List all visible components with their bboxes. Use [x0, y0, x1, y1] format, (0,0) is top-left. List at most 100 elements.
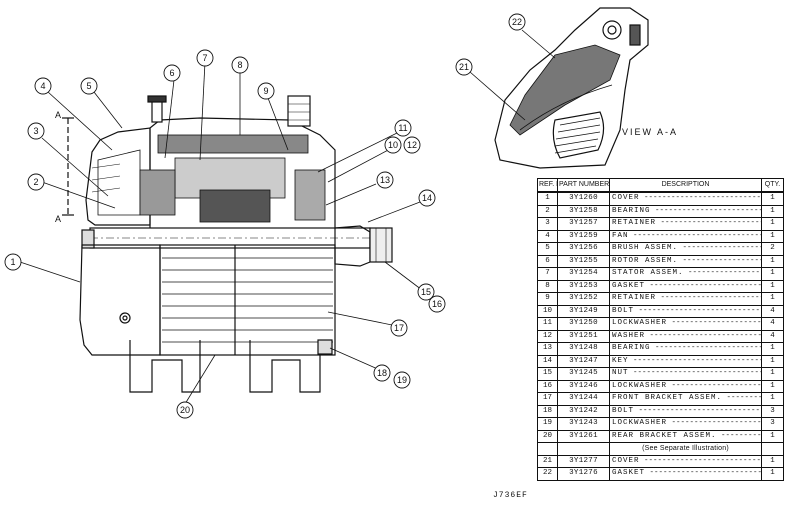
view-a-a-detail — [494, 7, 649, 169]
cell-qty: 3 — [761, 404, 784, 418]
dot-leader: ---------------------------------------- — [638, 406, 761, 415]
cell-part: 3Y1253 — [557, 279, 610, 293]
cell-qty: 3 — [761, 417, 784, 431]
callout-5: 5 — [86, 81, 91, 91]
cell-part: 3Y1276 — [557, 467, 610, 481]
dot-leader: ---------------------------------------- — [649, 331, 762, 340]
callout-10: 10 — [388, 140, 398, 150]
cell-desc: NUT ------------------------------------… — [609, 367, 762, 381]
cell-ref: 9 — [537, 292, 558, 306]
cell-qty: 1 — [761, 429, 784, 443]
callout-1: 1 — [10, 257, 15, 267]
cell-part: 3Y1243 — [557, 417, 610, 431]
dot-leader: ---------------------------------------- — [644, 456, 762, 465]
cell-qty: 4 — [761, 329, 784, 343]
cell-ref: 15 — [537, 367, 558, 381]
callout-11: 11 — [398, 123, 407, 133]
cell-qty: 1 — [761, 367, 784, 381]
dot-leader: ---------------------------------------- — [638, 306, 761, 315]
callout-14: 14 — [422, 193, 432, 203]
cell-desc: LOCKWASHER -----------------------------… — [609, 379, 762, 393]
see-separate-illustration-note: (See Separate Illustration) — [609, 442, 762, 456]
callout-16: 16 — [432, 299, 442, 309]
callout-6: 6 — [169, 68, 174, 78]
view-a-a-label: VIEW A-A — [622, 127, 678, 137]
header-ref-no: REF. NO. — [537, 178, 558, 193]
header-part-number: PART NUMBER — [557, 178, 610, 193]
cell-ref: 22 — [537, 467, 558, 481]
dot-leader: ---------------------------------------- — [660, 294, 761, 302]
section-mark-top: A — [55, 110, 61, 120]
cell-qty: 1 — [761, 279, 784, 293]
cell-desc: FRONT BRACKET ASSEM. -------------------… — [609, 392, 762, 406]
callout-circles — [4, 13, 526, 419]
dot-leader: ---------------------------------------- — [721, 431, 762, 440]
leader-lines — [19, 29, 556, 405]
cell-qty: 1 — [761, 204, 784, 218]
table-note-row: (See Separate Illustration) — [537, 442, 784, 456]
cell-ref: 14 — [537, 354, 558, 368]
cell-qty: 1 — [761, 392, 784, 406]
callout-19: 19 — [397, 375, 407, 385]
section-marks: A A — [55, 110, 61, 224]
cell-part: 3Y1245 — [557, 367, 610, 381]
dot-leader: ---------------------------------------- — [682, 256, 761, 265]
cell-desc: FAN ------------------------------------… — [609, 229, 762, 243]
dot-leader: ---------------------------------------- — [671, 419, 762, 427]
cell-desc: RETAINER -------------------------------… — [609, 292, 762, 306]
cell-desc: BOLT -----------------------------------… — [609, 304, 762, 318]
cell-part: 3Y1258 — [557, 204, 610, 218]
cell-desc: COVER ----------------------------------… — [609, 454, 762, 468]
drawing-ref-code: J736EF — [493, 491, 528, 500]
cell-qty: 1 — [761, 467, 784, 481]
cell-ref: 7 — [537, 267, 558, 281]
dot-leader: ---------------------------------------- — [649, 469, 762, 477]
cell-ref: 17 — [537, 392, 558, 406]
cell-ref: 16 — [537, 379, 558, 393]
dot-leader: ---------------------------------------- — [726, 394, 761, 402]
callout-15: 15 — [421, 287, 431, 297]
callout-9: 9 — [263, 86, 268, 96]
cell-part: 3Y1261 — [557, 429, 610, 443]
cell-part: 3Y1246 — [557, 379, 610, 393]
callout-21: 21 — [459, 62, 469, 72]
callout-12: 12 — [407, 140, 417, 150]
cell-ref: 19 — [537, 417, 558, 431]
dot-leader: ---------------------------------------- — [660, 219, 761, 227]
cell-desc: BEARING --------------------------------… — [609, 204, 762, 218]
cell-desc: STATOR ASSEM. --------------------------… — [609, 267, 762, 281]
callout-17: 17 — [394, 323, 404, 333]
callout-18: 18 — [377, 368, 387, 378]
cell-qty: 1 — [761, 379, 784, 393]
section-mark-bottom: A — [55, 214, 61, 224]
cell-ref: 2 — [537, 204, 558, 218]
cell-desc: LOCKWASHER -----------------------------… — [609, 317, 762, 331]
dot-leader: ---------------------------------------- — [682, 244, 761, 252]
cell-ref: 21 — [537, 454, 558, 468]
cell-desc: RETAINER -------------------------------… — [609, 217, 762, 231]
cell-desc: KEY ------------------------------------… — [609, 354, 762, 368]
cell-ref: 8 — [537, 279, 558, 293]
cell-desc: BOLT -----------------------------------… — [609, 404, 762, 418]
cell-part: 3Y1242 — [557, 404, 610, 418]
cell-part: 3Y1254 — [557, 267, 610, 281]
cell-desc: GASKET ---------------------------------… — [609, 467, 762, 481]
dot-leader: ---------------------------------------- — [655, 344, 760, 352]
callout-4: 4 — [40, 81, 45, 91]
cell-ref: 11 — [537, 317, 558, 331]
callout-13: 13 — [380, 175, 390, 185]
dot-leader: ---------------------------------------- — [655, 206, 760, 215]
cell-desc: LOCKWASHER -----------------------------… — [609, 417, 762, 431]
callout-numbers: 1 2 3 4 5 6 7 8 9 10 11 12 13 14 15 16 1… — [10, 17, 522, 415]
cell-part: 3Y1252 — [557, 292, 610, 306]
